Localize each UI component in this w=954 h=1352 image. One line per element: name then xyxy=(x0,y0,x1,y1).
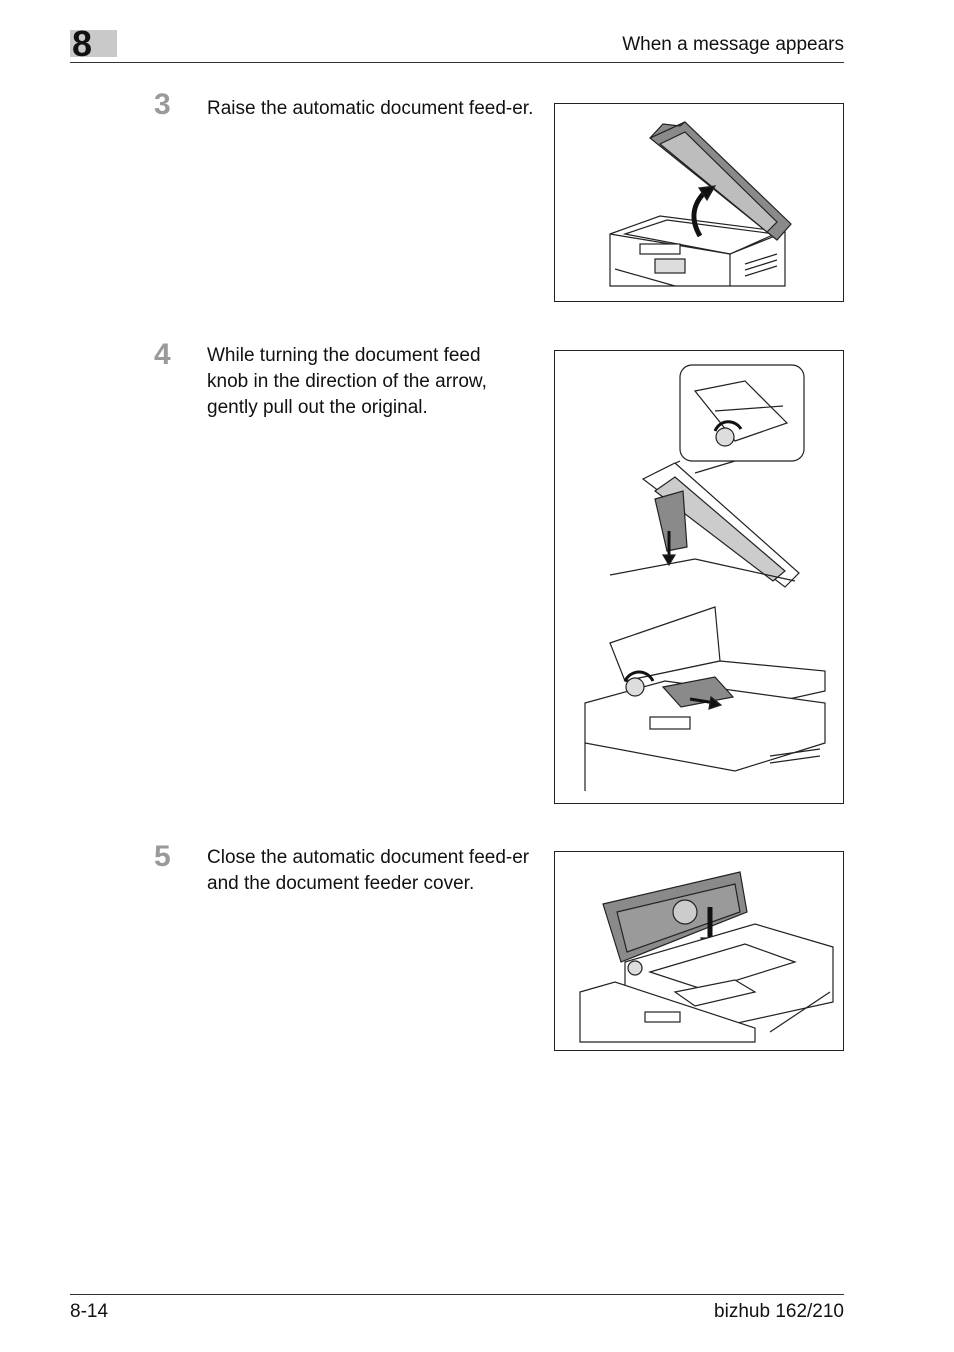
figure-close-feeder xyxy=(554,851,844,1051)
illustration-raise-feeder xyxy=(609,121,792,287)
step-number-5: 5 xyxy=(154,840,171,873)
chapter-tab xyxy=(70,30,117,57)
illustration-pull-original xyxy=(584,364,826,791)
step-number-4: 4 xyxy=(154,338,171,371)
page-number: 8-14 xyxy=(70,1301,109,1322)
step-number-3: 3 xyxy=(154,88,171,121)
header-divider xyxy=(70,62,844,63)
figure-raise-feeder xyxy=(554,103,844,302)
section-title: When a message appears xyxy=(622,34,844,55)
footer-divider xyxy=(70,1294,844,1295)
chapter-number: 8 xyxy=(72,23,93,64)
product-name: bizhub 162/210 xyxy=(714,1301,844,1322)
step-text-5: Close the automatic document feed-er and… xyxy=(207,847,530,894)
illustration-close-feeder xyxy=(579,871,834,1043)
figure-pull-original xyxy=(554,350,844,804)
step-text-3: Raise the automatic document feed-er. xyxy=(207,98,534,119)
step-text-4: While turning the document feed knob in … xyxy=(207,345,487,418)
